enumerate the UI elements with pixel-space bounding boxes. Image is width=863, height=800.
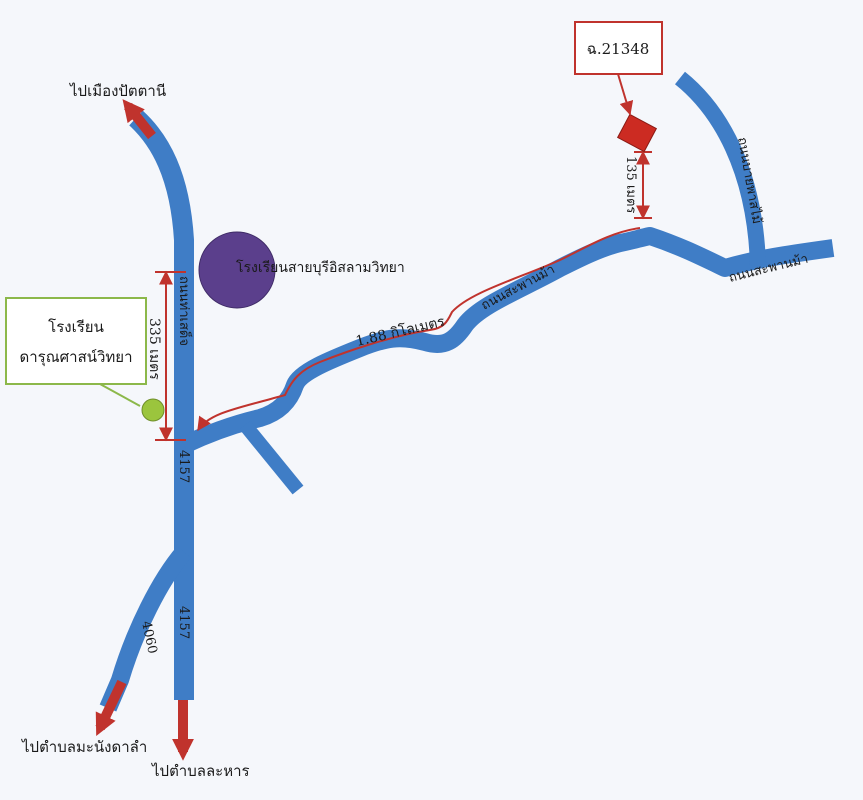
school-sai-buri-label: โรงเรียนสายบุรีอิสลามวิทยา: [236, 259, 405, 276]
label-to-manang-dalam: ไปตำบลมะนังดาลำ: [21, 738, 147, 756]
label-to-lahan: ไปตำบลละหาร: [151, 762, 250, 780]
road-spur-se: [239, 420, 304, 495]
route-line: [197, 227, 641, 432]
road-name-tha-sadet: ถนนท่าเสด็จ: [176, 276, 194, 346]
plot-id-pointer: [617, 73, 634, 116]
road-4060: [99, 546, 191, 712]
plot-marker[interactable]: [616, 113, 658, 153]
school-darun-label-line2: ดารุณศาสน์วิทยา: [19, 348, 132, 367]
road-number-4157-upper: 4157: [176, 450, 191, 483]
school-darun-label-line1: โรงเรียน: [48, 318, 104, 336]
distance-135m-label: 135 เมตร: [623, 156, 638, 213]
school-darun-box: [5, 297, 147, 385]
road-bypass-ne: [674, 71, 766, 266]
label-to-pattani: ไปเมืองปัตตานี: [69, 82, 166, 100]
road-number-4157-lower: 4157: [176, 606, 191, 639]
arrow-to-manang-dalam: [95, 679, 127, 736]
school-darun-marker[interactable]: [141, 398, 165, 422]
arrow-to-pattani: [122, 99, 156, 140]
distance-335m-label: 335 เมตร: [146, 318, 162, 380]
school-darun-pointer: [99, 383, 141, 407]
plot-id-label: ฉ.21348: [587, 40, 650, 58]
road-number-4060: 4060: [138, 620, 160, 655]
school-sai-buri-marker[interactable]: [198, 231, 276, 309]
road-saphan-mai: [180, 227, 835, 454]
